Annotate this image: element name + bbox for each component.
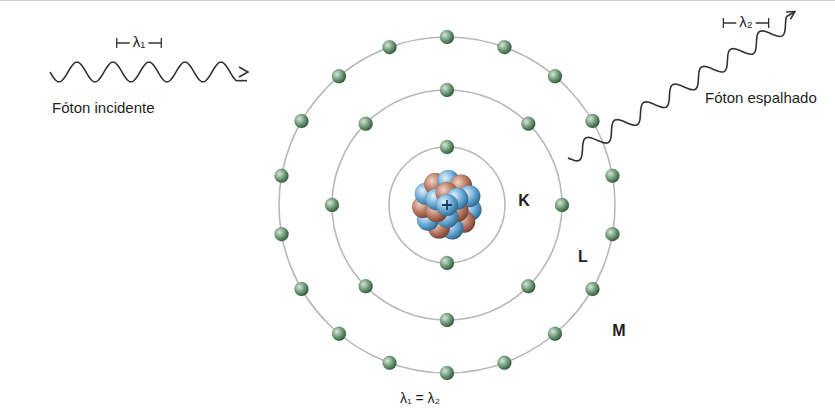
electron bbox=[548, 327, 562, 341]
wavelength-label: λ₁ bbox=[133, 33, 146, 50]
electrons bbox=[275, 30, 620, 380]
electron bbox=[548, 69, 562, 83]
wavelength-bracket bbox=[756, 18, 769, 28]
electron bbox=[440, 83, 454, 97]
arrowhead bbox=[786, 12, 795, 20]
shell-orbit bbox=[332, 90, 562, 320]
electron bbox=[440, 140, 454, 154]
shell-label: L bbox=[578, 248, 588, 266]
electron-shells bbox=[279, 37, 615, 373]
electron bbox=[605, 227, 619, 241]
shell-orbit bbox=[389, 147, 505, 263]
electron bbox=[295, 282, 309, 296]
shell-label: K bbox=[518, 192, 530, 210]
wavelength-bracket bbox=[117, 38, 130, 48]
wavelength-bracket bbox=[148, 38, 161, 48]
nucleon bbox=[436, 194, 458, 216]
electron bbox=[497, 356, 511, 370]
electron bbox=[275, 169, 289, 183]
electron bbox=[521, 117, 535, 131]
electron bbox=[332, 327, 346, 341]
electron bbox=[275, 227, 289, 241]
wavelength-brackets bbox=[117, 18, 769, 48]
electron bbox=[295, 114, 309, 128]
incident-photon-wave bbox=[50, 62, 236, 82]
arrowhead bbox=[239, 67, 248, 77]
shell-orbit bbox=[279, 37, 615, 373]
electron bbox=[497, 40, 511, 54]
electron bbox=[383, 40, 397, 54]
electron bbox=[585, 282, 599, 296]
electron bbox=[383, 356, 397, 370]
electron bbox=[325, 198, 339, 212]
electron bbox=[332, 69, 346, 83]
wavelength-label: λ₂ bbox=[739, 13, 752, 30]
photon-label: Fóton incidente bbox=[52, 99, 155, 116]
electron bbox=[521, 279, 535, 293]
photon-waves bbox=[50, 12, 795, 161]
electron bbox=[440, 30, 454, 44]
electron bbox=[585, 114, 599, 128]
electron bbox=[605, 169, 619, 183]
nucleus bbox=[412, 170, 481, 239]
top-rule bbox=[0, 0, 835, 1]
scattered-photon-wave bbox=[568, 17, 786, 161]
positive-sign bbox=[442, 200, 452, 210]
shell-label: M bbox=[612, 322, 625, 340]
wavelength-bracket bbox=[723, 18, 736, 28]
electron bbox=[359, 279, 373, 293]
electron bbox=[359, 117, 373, 131]
equation-label: λ₁ = λ₂ bbox=[400, 390, 440, 406]
electron bbox=[440, 366, 454, 380]
photon-label: Fóton espalhado bbox=[705, 89, 817, 106]
wave-tail bbox=[236, 80, 247, 82]
electron bbox=[440, 313, 454, 327]
electron bbox=[440, 256, 454, 270]
electron bbox=[555, 198, 569, 212]
